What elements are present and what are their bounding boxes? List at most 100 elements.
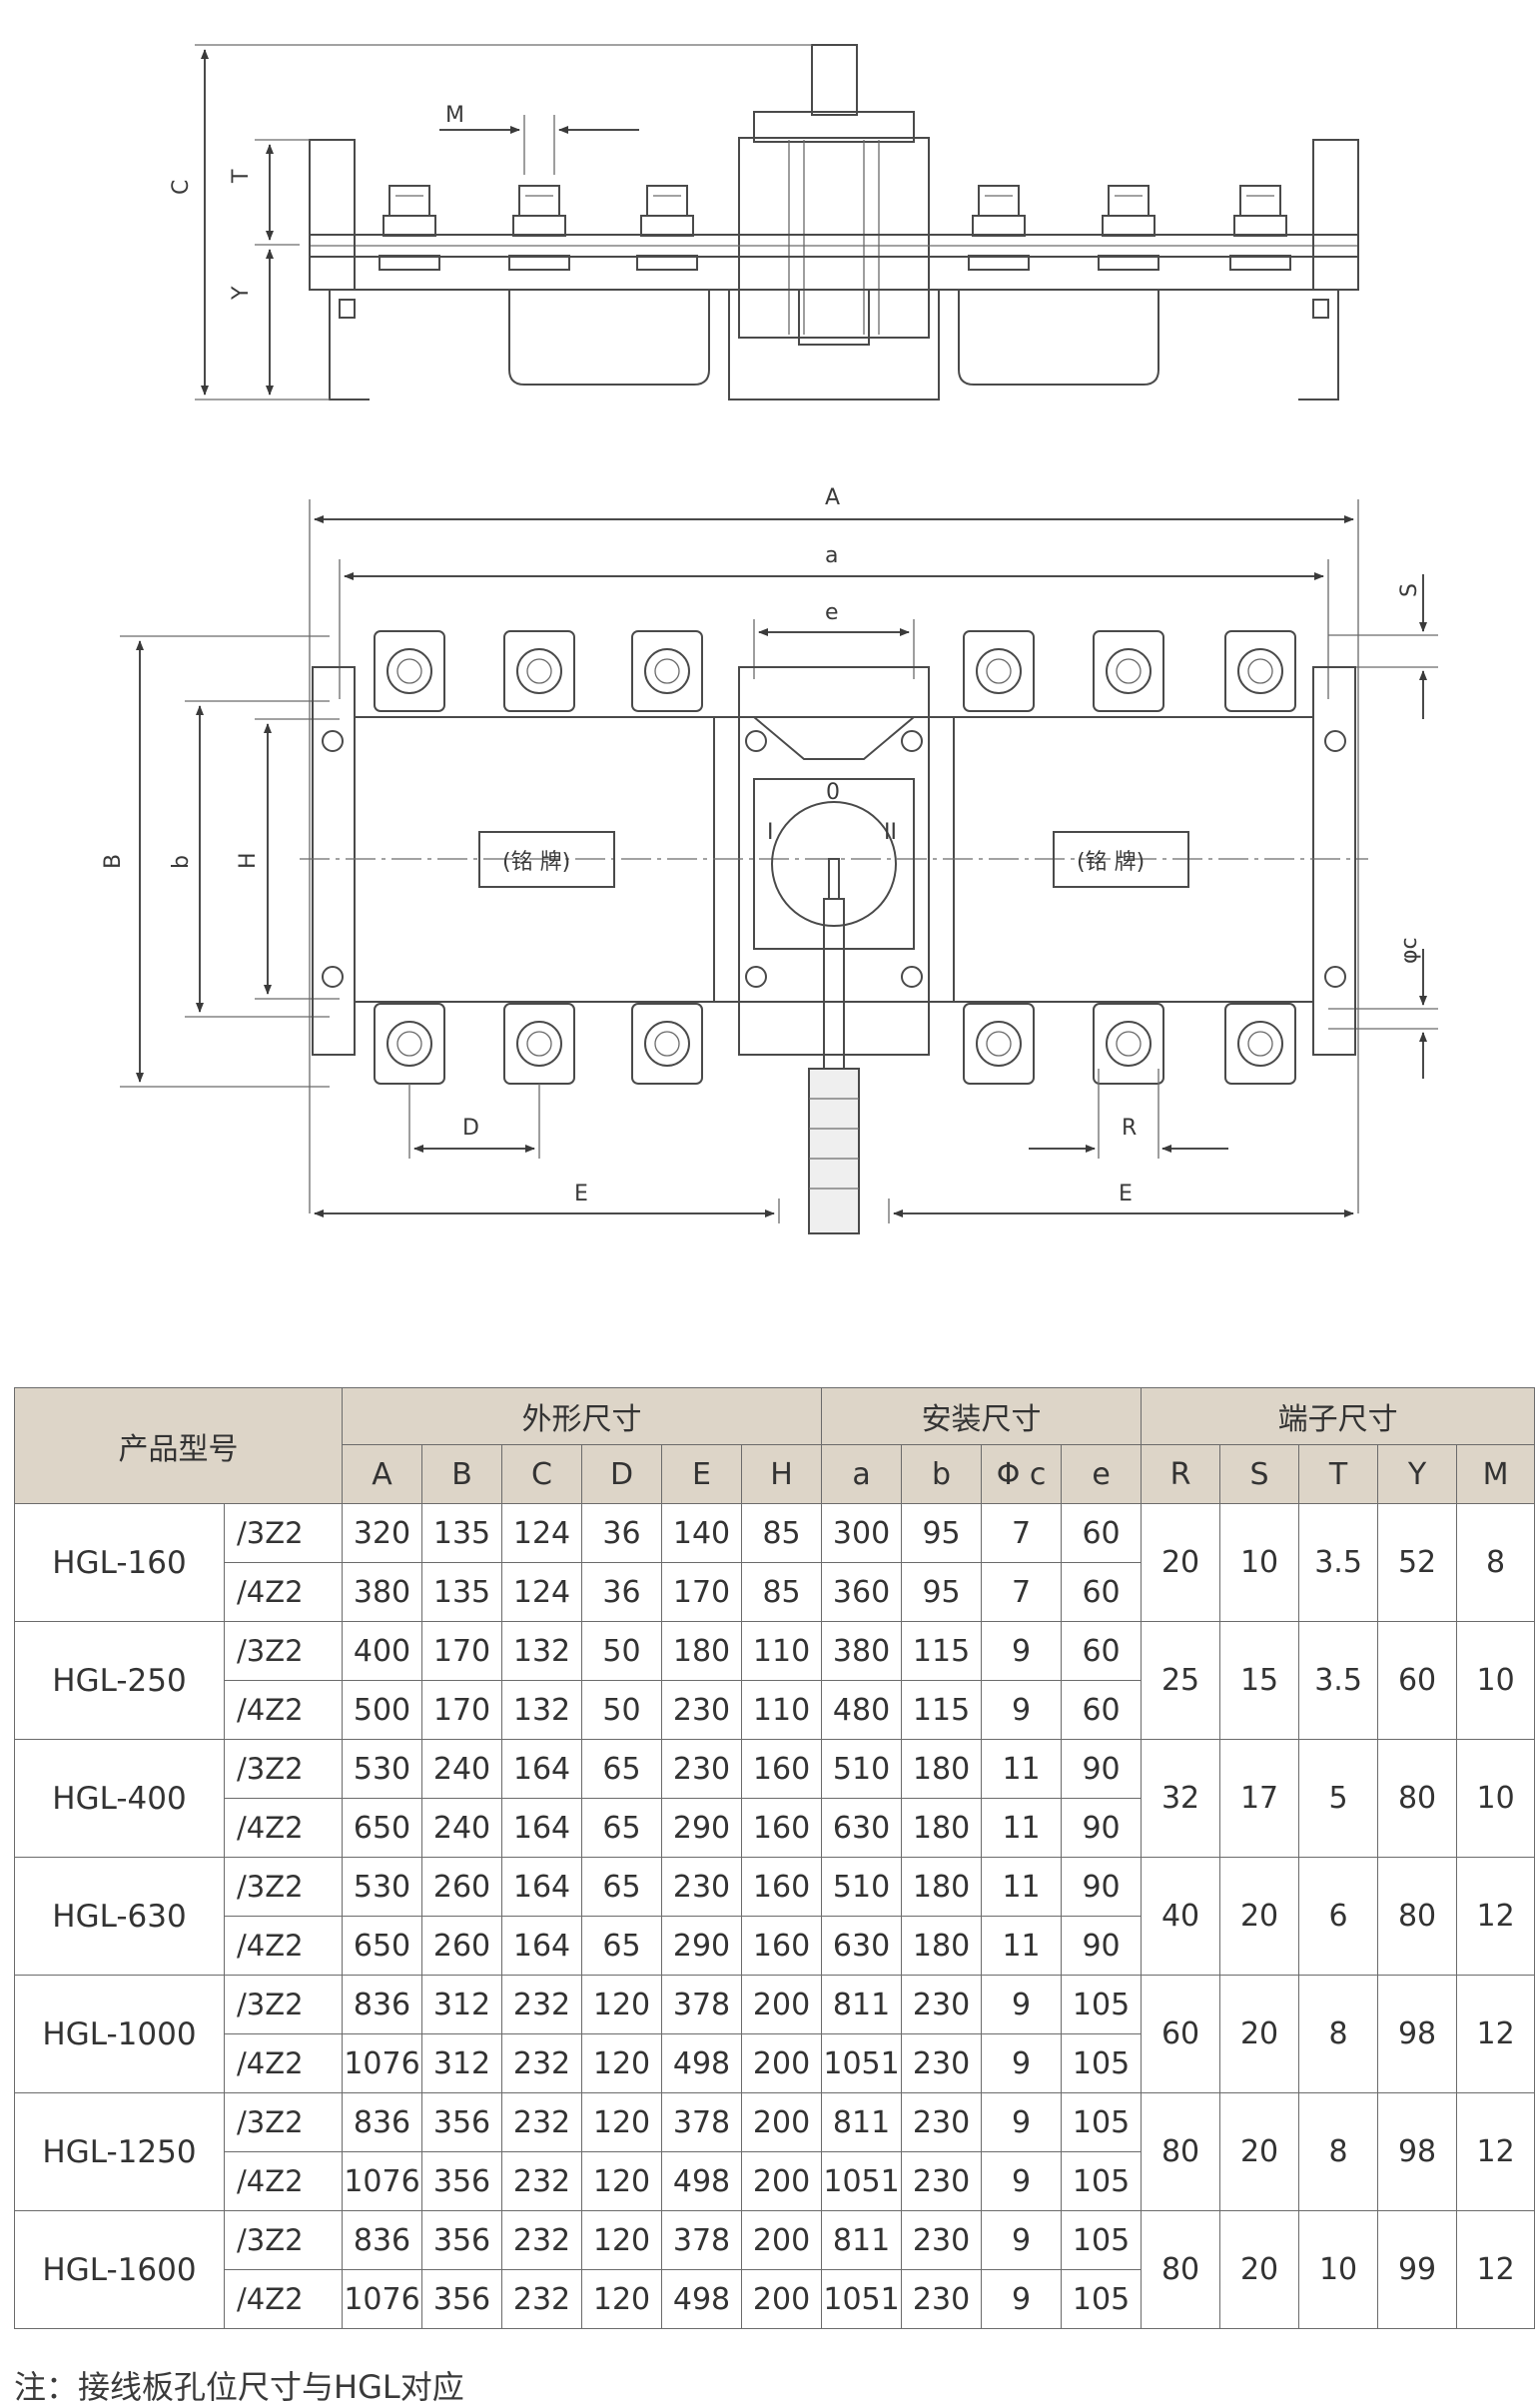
terminal-cell: 20 [1219,2092,1300,2211]
front-view: A a e S B b H φc [101,485,1438,1234]
table-cell: 356 [421,2210,502,2270]
terminal-cell: 10 [1456,1739,1536,1858]
table-cell: 312 [421,1975,502,2034]
terminal-cell: 8 [1298,1975,1379,2093]
table-cell: 164 [501,1857,582,1917]
table-cell: 356 [421,2151,502,2211]
table-cell: 90 [1061,1916,1143,1976]
table-cell: 836 [342,2210,422,2270]
switch-pos-1: I [767,820,774,845]
table-cell: 1076 [342,2033,422,2093]
table-cell: 160 [740,1916,823,1976]
table-cell: 11 [981,1798,1063,1858]
variant-code: /4Z2 [224,2151,343,2211]
table-cell: 170 [421,1621,502,1681]
table-cell: 132 [501,1680,582,1740]
table-cell: 312 [421,2033,502,2093]
variant-code: /4Z2 [224,1562,343,1622]
terminal-cell: 98 [1377,1975,1458,2093]
model-name: HGL-1600 [14,2210,225,2329]
table-cell: 650 [342,1798,422,1858]
table-cell: 90 [1061,1857,1143,1917]
table-cell: 9 [981,2033,1063,2093]
table-cell: 135 [421,1503,502,1563]
side-bolts [379,185,1291,271]
terminal-cell: 8 [1456,1503,1536,1622]
table-cell: 105 [1061,2210,1143,2270]
terminal-cell: 12 [1456,2092,1536,2211]
table-cell: 180 [901,1798,983,1858]
table-cell: 90 [1061,1798,1143,1858]
table-cell: 232 [501,2092,582,2152]
column-header: b [901,1444,983,1504]
label-T: T [229,169,254,184]
table-cell: 120 [581,2151,662,2211]
table-cell: 65 [581,1916,662,1976]
table-cell: 11 [981,1857,1063,1917]
table-cell: 630 [821,1798,903,1858]
table-cell: 180 [901,1857,983,1917]
model-name: HGL-630 [14,1857,225,1976]
group-install-dims: 安装尺寸 [821,1387,1143,1445]
variant-code: /4Z2 [224,1680,343,1740]
table-cell: 160 [740,1798,823,1858]
table-cell: 115 [901,1680,983,1740]
variant-code: /3Z2 [224,1503,343,1563]
nameplate-left: (铭 牌) [502,850,570,875]
column-header: Y [1377,1444,1458,1504]
table-cell: 230 [661,1739,742,1799]
table-cell: 510 [821,1857,903,1917]
column-header: B [421,1444,502,1504]
terminal-cell: 20 [1219,2210,1300,2329]
model-name: HGL-250 [14,1621,225,1740]
table-cell: 360 [821,1562,903,1622]
variant-code: /3Z2 [224,2092,343,2152]
side-view: M C T Y [169,44,1359,401]
table-cell: 120 [581,2210,662,2270]
table-cell: 124 [501,1562,582,1622]
table-cell: 85 [740,1562,823,1622]
terminal-cell: 25 [1141,1621,1221,1740]
terminal-cell: 98 [1377,2092,1458,2211]
variant-code: /3Z2 [224,1857,343,1917]
table-cell: 200 [740,2092,823,2152]
table-cell: 50 [581,1621,662,1681]
label-D: D [462,1116,479,1141]
label-E-left: E [574,1182,588,1206]
label-C: C [169,180,194,195]
table-cell: 164 [501,1798,582,1858]
table-cell: 836 [342,1975,422,2034]
table-cell: 36 [581,1503,662,1563]
terminal-cell: 12 [1456,2210,1536,2329]
table-cell: 60 [1061,1503,1143,1563]
table-cell: 320 [342,1503,422,1563]
terminal-cell: 20 [1219,1975,1300,2093]
table-cell: 9 [981,1975,1063,2034]
table-cell: 630 [821,1916,903,1976]
table-cell: 65 [581,1857,662,1917]
terminal-cell: 99 [1377,2210,1458,2329]
table-cell: 9 [981,1680,1063,1740]
table-cell: 95 [901,1503,983,1563]
table-cell: 232 [501,2210,582,2270]
table-cell: 290 [661,1916,742,1976]
table-cell: 180 [661,1621,742,1681]
terminal-cell: 60 [1377,1621,1458,1740]
model-name: HGL-160 [14,1503,225,1622]
terminal-cell: 40 [1141,1857,1221,1976]
switch-pos-2: II [884,820,897,845]
table-cell: 260 [421,1916,502,1976]
table-cell: 356 [421,2269,502,2329]
table-cell: 132 [501,1621,582,1681]
variant-code: /4Z2 [224,2269,343,2329]
variant-code: /4Z2 [224,1798,343,1858]
table-cell: 378 [661,1975,742,2034]
table-cell: 836 [342,2092,422,2152]
label-H: H [236,852,261,869]
terminal-cell: 15 [1219,1621,1300,1740]
table-cell: 180 [901,1739,983,1799]
